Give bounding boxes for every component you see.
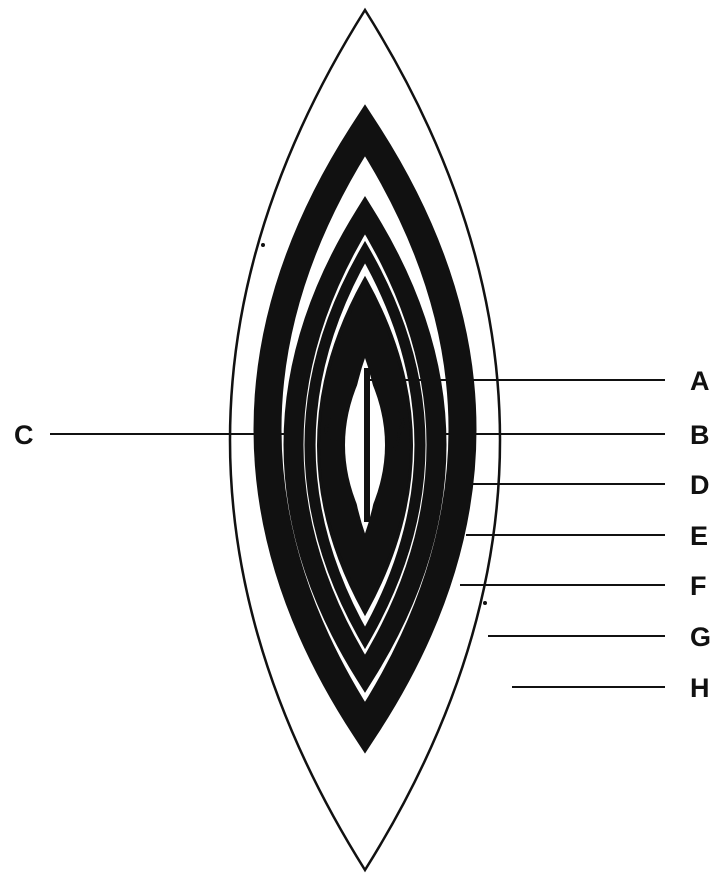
label-g: G	[690, 622, 711, 652]
label-b: B	[690, 420, 710, 450]
label-d: D	[690, 470, 710, 500]
speck-upper-left	[261, 243, 265, 247]
label-f: F	[690, 571, 707, 601]
label-h: H	[690, 673, 710, 703]
speck-lower-right	[483, 601, 487, 605]
label-e: E	[690, 521, 708, 551]
label-a: A	[690, 366, 710, 396]
label-c: C	[14, 420, 34, 450]
